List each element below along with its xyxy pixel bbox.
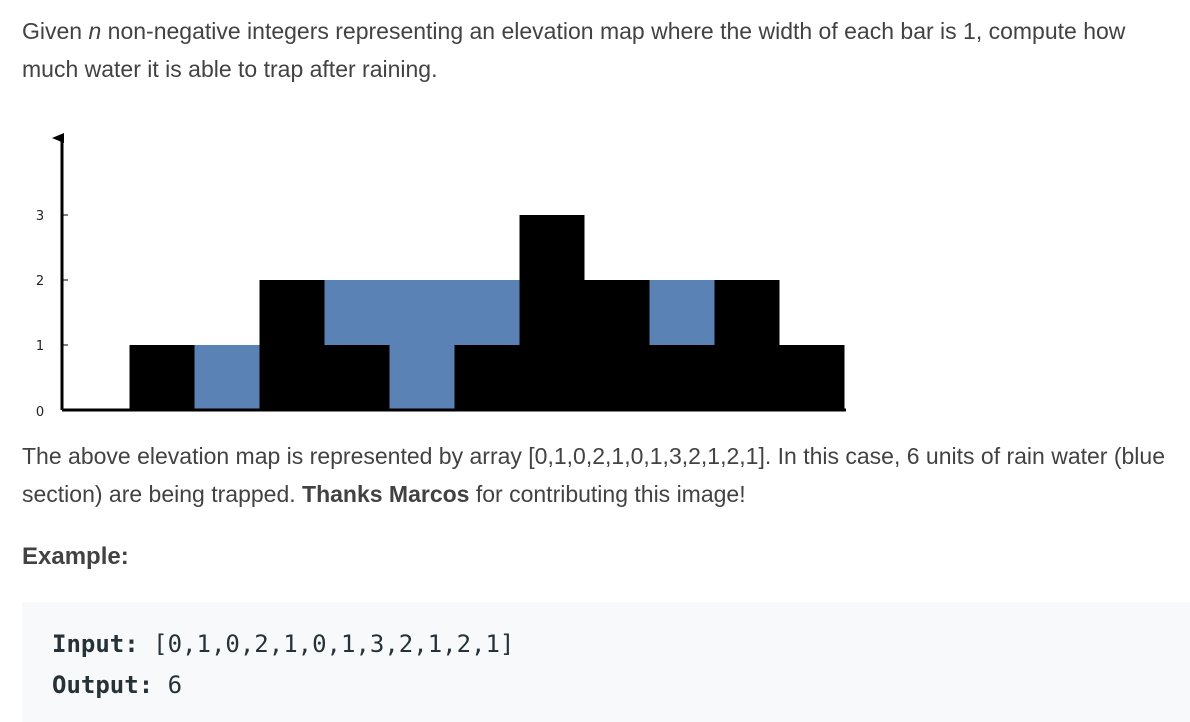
elevation-bar <box>519 215 585 410</box>
chart-description: The above elevation map is represented b… <box>22 437 1182 513</box>
water-bar <box>649 280 715 345</box>
water-bar <box>194 345 260 410</box>
variable-n: n <box>88 18 102 44</box>
description-text-end: for contributing this image! <box>469 481 746 507</box>
elevation-bar <box>779 345 845 410</box>
water-bar <box>324 280 390 345</box>
credit-bold: Thanks Marcos <box>302 481 470 507</box>
input-label: Input: <box>52 630 139 658</box>
intro-text-after: non-negative integers representing an el… <box>22 18 1126 82</box>
bars-layer <box>129 215 845 410</box>
output-line: Output: 6 <box>52 665 1190 706</box>
elevation-bar <box>584 280 650 410</box>
water-bar <box>389 280 455 410</box>
output-label: Output: <box>52 671 154 699</box>
y-ticks-layer: 0 1 2 3 <box>36 209 68 420</box>
elevation-bar <box>454 345 520 410</box>
elevation-bar <box>324 345 390 410</box>
elevation-bar <box>129 345 195 410</box>
elevation-bar <box>649 345 715 410</box>
example-heading: Example: <box>22 543 129 570</box>
output-value: 6 <box>153 671 183 699</box>
y-tick-label: 0 <box>36 405 44 420</box>
example-code-block: Input: [0,1,0,2,1,0,1,3,2,1,2,1] Output:… <box>22 602 1190 722</box>
description-text: The above elevation map is represented b… <box>22 443 1165 507</box>
problem-statement: Given n non-negative integers representi… <box>22 12 1182 88</box>
y-tick-label: 2 <box>36 274 44 289</box>
y-tick-label: 1 <box>36 339 44 354</box>
input-value: [0,1,0,2,1,0,1,3,2,1,2,1] <box>138 630 515 658</box>
water-bar <box>454 280 520 345</box>
intro-text-before: Given <box>22 18 89 44</box>
input-line: Input: [0,1,0,2,1,0,1,3,2,1,2,1] <box>52 624 1190 665</box>
elevation-map-chart: 0 1 2 3 <box>36 133 846 420</box>
elevation-bar <box>259 280 325 410</box>
elevation-bar <box>714 280 780 410</box>
y-tick-label: 3 <box>36 209 44 224</box>
